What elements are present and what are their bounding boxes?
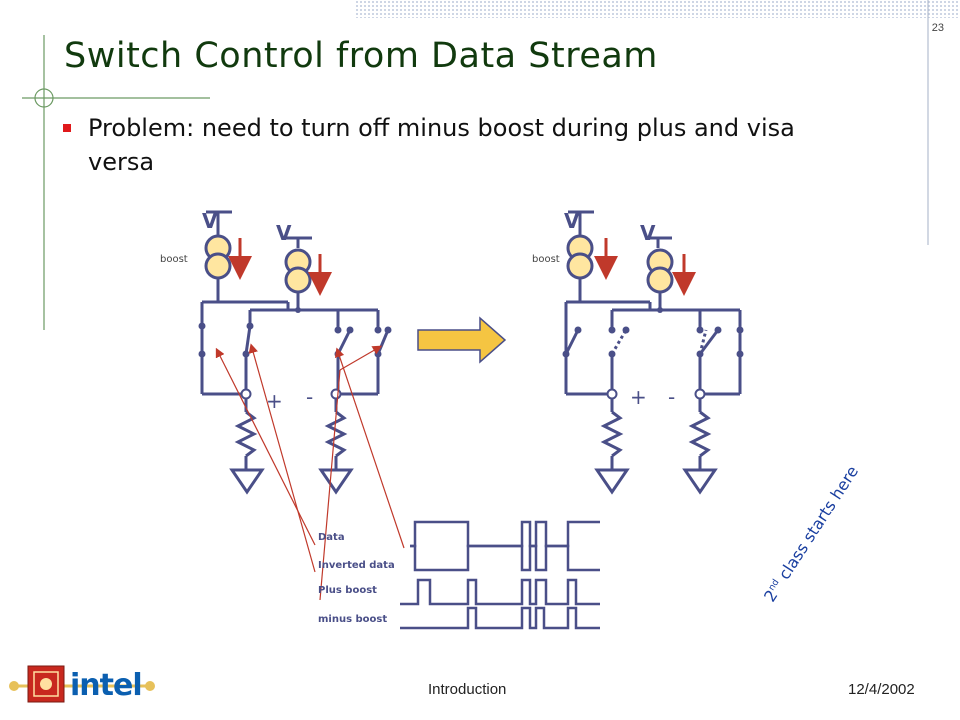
intel-logo: intel <box>70 668 143 703</box>
right-boost-label: boost <box>532 254 560 265</box>
footer-section: Introduction <box>428 681 507 698</box>
left-v2-label: V <box>276 221 292 245</box>
waveform-inverted-data <box>410 544 600 572</box>
waveforms <box>400 520 600 630</box>
footer-date: 12/4/2002 <box>848 681 915 698</box>
right-v2-label: V <box>640 221 656 245</box>
bullet-marker <box>63 124 71 132</box>
right-v1-label: V <box>564 209 580 233</box>
left-minus-label: - <box>306 385 313 409</box>
page-title: Switch Control from Data Stream <box>64 36 658 76</box>
slide-number: 23 <box>931 22 944 34</box>
waveform-minus-boost <box>400 606 600 630</box>
bullet-text: Problem: need to turn off minus boost du… <box>88 114 795 176</box>
right-minus-label: - <box>668 385 675 409</box>
right-circuit-nodes <box>562 307 744 358</box>
header-dot-band <box>355 0 960 18</box>
waveform-label-minus: minus boost <box>318 614 387 625</box>
transition-arrow <box>417 316 507 364</box>
waveform-label-data: Data <box>318 532 345 543</box>
waveform-plus-boost <box>400 578 600 606</box>
waveform-label-plus: Plus boost <box>318 585 377 596</box>
right-plus-label: + <box>630 385 647 409</box>
left-plus-label: + <box>266 389 283 413</box>
left-v1-label: V <box>202 209 218 233</box>
waveform-label-inverted: Inverted data <box>318 560 395 571</box>
right-circuit <box>564 210 742 495</box>
left-boost-label: boost <box>160 254 188 265</box>
control-pointer-lines <box>215 343 405 601</box>
